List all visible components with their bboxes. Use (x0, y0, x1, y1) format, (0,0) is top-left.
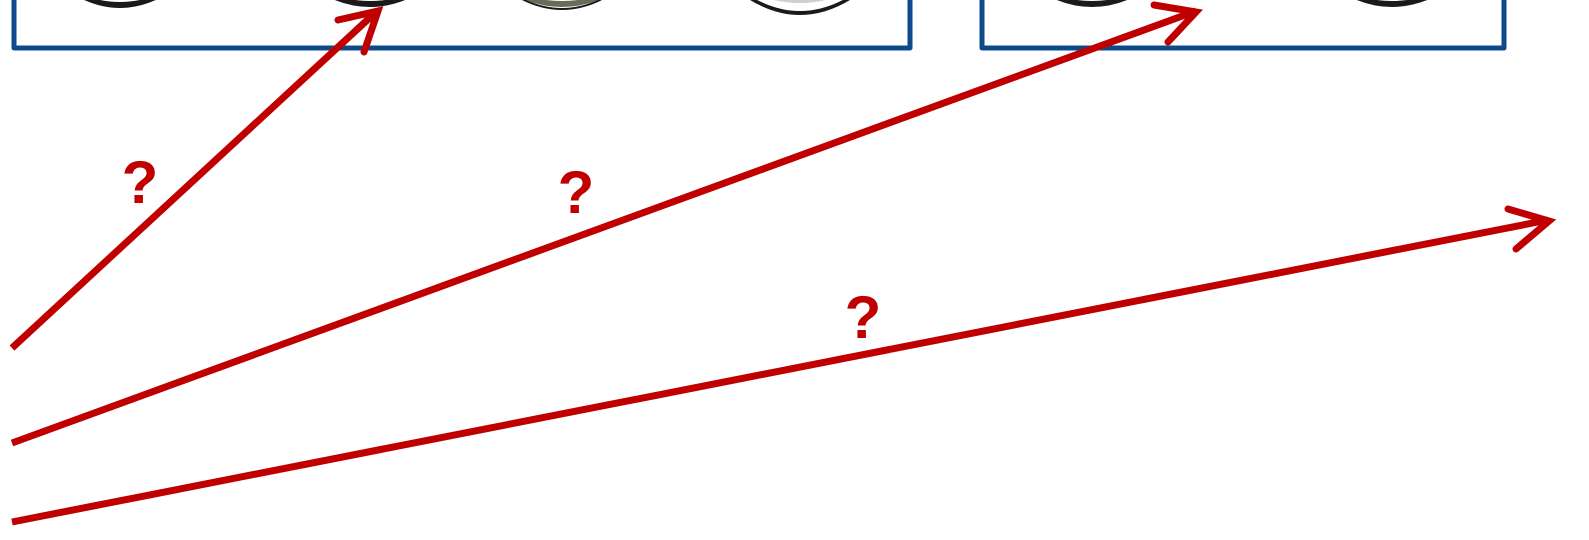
question-mark: ? (122, 149, 159, 216)
arrow-3: ? (12, 209, 1549, 522)
wheel-icon (750, 0, 850, 15)
wheel-icon (330, 0, 410, 7)
arrow-shaft (12, 12, 376, 348)
right-panel-frame (982, 0, 1504, 48)
right-panel (982, 0, 1504, 48)
wheel-icon (1052, 0, 1132, 7)
question-mark: ? (558, 159, 595, 226)
wheel-icon (80, 0, 160, 8)
arrow-1: ? (12, 11, 378, 348)
wheel-icon (518, 0, 606, 10)
arrow-shaft (12, 220, 1548, 522)
left-panel-frame (14, 0, 910, 48)
arrow-2: ? (12, 5, 1196, 443)
arrow-shaft (12, 11, 1196, 443)
left-panel (14, 0, 910, 48)
question-mark: ? (845, 284, 882, 351)
wheel-icon (1352, 0, 1432, 7)
